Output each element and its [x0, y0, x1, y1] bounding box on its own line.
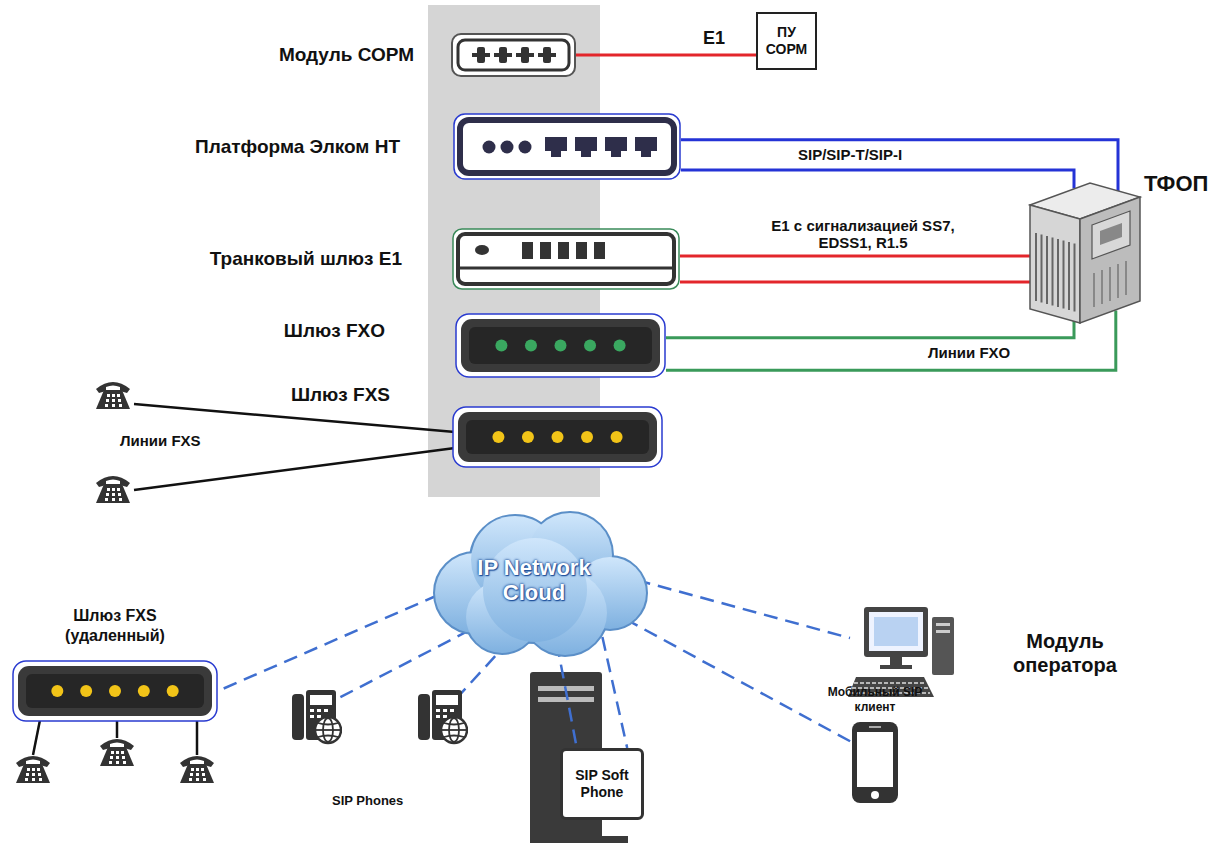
fxo-gateway-art [455, 313, 666, 378]
trunk-gateway: Транковый шлюз Е1 [452, 228, 680, 290]
node-label: Шлюз FXS [291, 384, 390, 406]
node-label: ПУ СОРМ [760, 24, 813, 58]
edge-label: E1 с сигнализацией SS7, EDSS1, R1.5 [760, 217, 966, 251]
sip-phone-icons [292, 690, 467, 743]
ip-link [602, 637, 627, 748]
trunk-line [681, 170, 1074, 189]
mobile-client-art [852, 722, 898, 803]
edge-label: SIP/SIP-T/SIP-I [795, 146, 905, 164]
node-label: IP Network Cloud [459, 555, 609, 606]
remote-fxs-gateway: Шлюз FXS (удаленный) [12, 660, 218, 722]
sorm-control-box: ПУ СОРМ [756, 12, 817, 70]
ip-link [625, 619, 852, 742]
ip-link [637, 580, 850, 638]
node-label: Модуль оператора [1000, 629, 1130, 677]
fxs-gateway-art [452, 406, 663, 468]
edge-label: Линии FXO [925, 344, 1013, 362]
pstn-switch: ТФОП [1030, 183, 1140, 323]
trunk-line [680, 280, 1030, 283]
pstn-switch-art [1030, 183, 1140, 323]
node-label: Платформа Элком НТ [195, 136, 400, 158]
edge-label: E1 [700, 29, 728, 47]
node-label: Модуль СОРМ [279, 44, 414, 66]
node-label: SIP Soft Phone [565, 767, 639, 801]
fxo-gateway: Шлюз FXO [455, 313, 666, 378]
mobile-client: Мобильный SIP клиент [852, 722, 898, 803]
node-label: Шлюз FXS (удаленный) [40, 606, 190, 646]
sorm-module: Модуль СОРМ [451, 33, 576, 77]
node-label: ТФОП [1144, 171, 1208, 197]
plain-label: SIP Phones [332, 793, 403, 808]
phone-icons [16, 382, 214, 783]
node-label: Мобильный SIP клиент [810, 685, 940, 714]
remote-fxs-gateway-art [12, 660, 218, 722]
softphone-monitor: SIP Soft Phone [560, 748, 644, 820]
ip-cloud: IP Network Cloud [420, 505, 648, 655]
node-label: Шлюз FXO [284, 320, 385, 342]
fxs-gateway: Шлюз FXS [452, 406, 663, 468]
ip-link [557, 643, 577, 748]
elcom-platform: Платформа Элком НТ [453, 113, 681, 180]
sorm-module-art [451, 33, 576, 77]
trunk-line [666, 321, 1074, 338]
ip-link [218, 595, 438, 691]
node-label: Транковый шлюз Е1 [210, 248, 402, 270]
trunk-line [576, 54, 756, 57]
trunk-line [681, 140, 1118, 192]
elcom-platform-art [453, 113, 681, 180]
trunk-line [666, 310, 1116, 370]
trunk-line [680, 254, 1030, 257]
trunk-gateway-art [452, 228, 680, 290]
plain-label: Линии FXS [120, 432, 201, 449]
